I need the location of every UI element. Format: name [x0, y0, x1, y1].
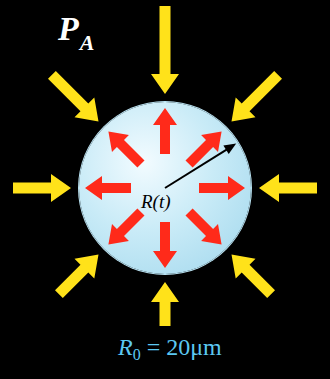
internal-pressure-arrow: [85, 176, 131, 200]
external-pressure-arrow: [13, 174, 71, 202]
initial-radius-symbol: R: [118, 334, 133, 361]
pressure-subscript: A: [80, 30, 95, 56]
radius-arrowhead: [223, 144, 236, 155]
external-pressure-arrow: [259, 174, 317, 202]
external-pressure-arrow: [232, 71, 283, 122]
initial-radius-subscript: 0: [133, 346, 141, 364]
internal-pressure-arrow: [108, 209, 144, 245]
external-pressure-arrow: [232, 255, 276, 299]
internal-pressure-arrow: [153, 108, 177, 154]
internal-pressure-arrow: [186, 209, 222, 245]
pressure-symbol: P: [58, 10, 79, 48]
radius-label: R(t): [141, 191, 171, 213]
external-pressure-arrow: [55, 255, 99, 299]
external-pressure-arrow: [48, 71, 99, 122]
internal-pressure-arrow: [186, 131, 222, 167]
internal-pressure-arrow: [153, 222, 177, 268]
radius-line: [165, 149, 228, 188]
external-pressure-arrow: [151, 282, 179, 326]
internal-pressure-arrow: [108, 131, 144, 167]
external-pressure-arrow: [151, 6, 179, 94]
internal-pressure-arrow: [199, 176, 245, 200]
initial-radius-value: = 20μm: [147, 334, 222, 361]
